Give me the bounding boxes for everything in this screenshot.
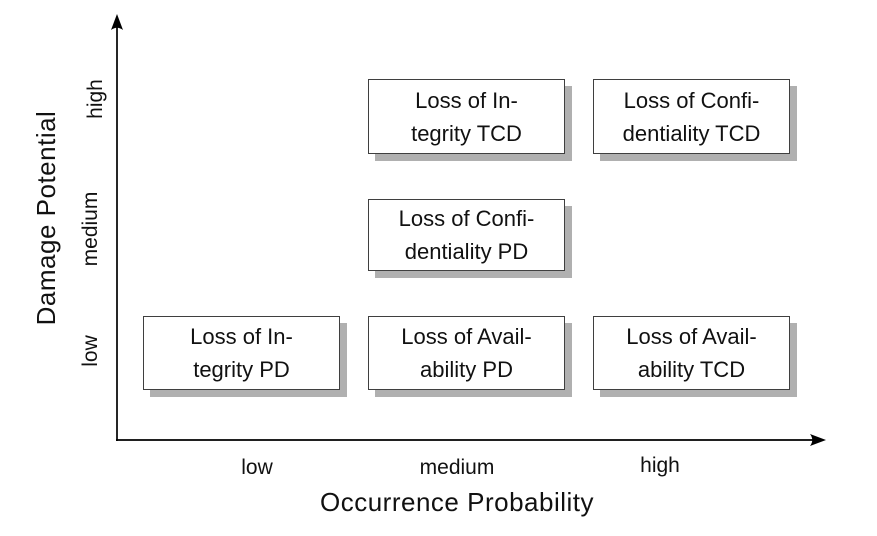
risk-box-loss-integrity-tcd: Loss of In- tegrity TCD [368, 79, 565, 154]
risk-box-loss-availability-tcd: Loss of Avail- ability TCD [593, 316, 790, 390]
y-axis-arrow-icon [111, 14, 123, 30]
x-tick-medium: medium [419, 456, 495, 479]
x-tick-low: low [241, 456, 273, 479]
box-label-line: Loss of In- [415, 87, 518, 113]
x-tick-high: high [640, 454, 680, 477]
box-label-line: ability PD [420, 357, 513, 382]
y-axis-label: Damage Potential [30, 110, 61, 326]
box-label-line: dentiality PD [404, 239, 529, 264]
risk-box-loss-availability-pd: Loss of Avail- ability PD [368, 316, 565, 390]
risk-box-loss-confidentiality-tcd: Loss of Confi- dentiality TCD [593, 79, 790, 154]
box-label-line: dentiality TCD [622, 120, 761, 146]
box-label-line: Loss of Confi- [623, 87, 760, 113]
box-label-line: tegrity TCD [411, 120, 522, 146]
y-tick-medium: medium [79, 191, 102, 267]
box-label-line: Loss of Avail- [626, 324, 757, 349]
x-axis-label: Occurrence Probability [320, 487, 594, 517]
y-tick-low: low [79, 335, 102, 367]
box-label-line: Loss of Confi- [398, 206, 535, 231]
box-label-line: tegrity PD [193, 357, 290, 382]
y-tick-high: high [84, 79, 107, 119]
risk-box-loss-confidentiality-pd: Loss of Confi- dentiality PD [368, 199, 565, 271]
box-label-line: Loss of Avail- [401, 324, 532, 349]
x-axis-arrow-icon [810, 434, 826, 446]
risk-box-loss-integrity-pd: Loss of In- tegrity PD [143, 316, 340, 390]
box-label-line: ability TCD [637, 357, 746, 382]
box-label-line: Loss of In- [190, 324, 293, 349]
